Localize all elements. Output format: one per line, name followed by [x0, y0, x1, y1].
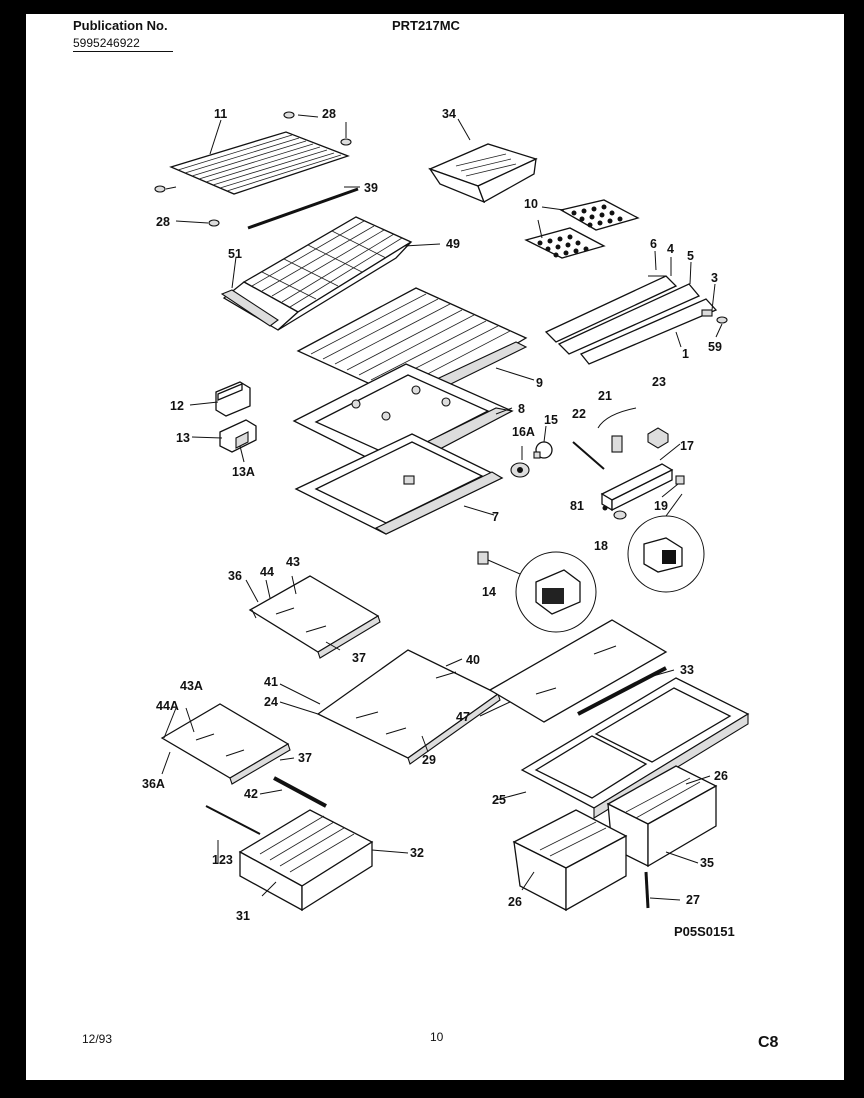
- callout-34: 34: [442, 107, 456, 121]
- callout-28: 28: [156, 215, 170, 229]
- callout-12: 12: [170, 399, 184, 413]
- thermostat-part-19: [675, 475, 685, 485]
- publication-underline: [73, 51, 173, 52]
- callout-29: 29: [422, 753, 436, 767]
- callout-39: 39: [364, 181, 378, 195]
- bracket-part-12: [215, 381, 251, 417]
- callout-9: 9: [536, 376, 543, 390]
- model-number: PRT217MC: [392, 18, 460, 33]
- footer-page: 10: [430, 1030, 444, 1044]
- callout-4: 4: [667, 242, 674, 256]
- footer-date: 12/93: [82, 1032, 113, 1046]
- callout-37: 37: [352, 651, 366, 665]
- callout-13a: 13A: [232, 465, 255, 479]
- callout-26: 26: [508, 895, 522, 909]
- switch-part-21: [597, 407, 637, 453]
- callout-32: 32: [410, 846, 424, 860]
- leader-lines: [161, 114, 723, 901]
- callout-7: 7: [492, 510, 499, 524]
- callout-16a: 16A: [512, 425, 535, 439]
- roller-part-27: [644, 871, 650, 909]
- light-bulb-part-15: [533, 441, 553, 459]
- wire-shelf-part-11: [169, 131, 350, 195]
- callout-37: 37: [298, 751, 312, 765]
- crisper-frame-part-25: [520, 666, 750, 819]
- bracket-part-13: [219, 419, 257, 453]
- rod-part-22: [572, 441, 605, 470]
- callout-13: 13: [176, 431, 190, 445]
- damper-part-14: [477, 551, 489, 565]
- callout-40: 40: [466, 653, 480, 667]
- callout-6: 6: [650, 237, 657, 251]
- callout-25: 25: [492, 793, 506, 807]
- callout-43a: 43A: [180, 679, 203, 693]
- damper-detail-circle: [487, 551, 597, 633]
- trim-rod-part-39: [247, 187, 359, 230]
- basket-rail-part-51: [220, 289, 279, 327]
- callout-26: 26: [714, 769, 728, 783]
- callout-44a: 44A: [156, 699, 179, 713]
- screw-part-81: [602, 505, 608, 511]
- callout-43: 43: [286, 555, 300, 569]
- callout-15: 15: [544, 413, 558, 427]
- callout-24: 24: [264, 695, 278, 709]
- callout-42: 42: [244, 787, 258, 801]
- wire-basket-part-49: [222, 216, 413, 331]
- callout-18: 18: [594, 539, 608, 553]
- parts-diagram-sheet: Publication No. 5995246922 PRT217MC: [26, 14, 844, 1080]
- callout-59: 59: [708, 340, 722, 354]
- callout-44: 44: [260, 565, 274, 579]
- callout-22: 22: [572, 407, 586, 421]
- exploded-parts-diagram: 11 28 34 39 28 10 51 49 6 4 5 3 59 1 9 8…: [142, 107, 750, 923]
- publication-number: 5995246922: [73, 36, 140, 50]
- callout-21: 21: [598, 389, 612, 403]
- callout-1: 1: [682, 347, 689, 361]
- ice-bin-part-34: [428, 143, 538, 204]
- callout-5: 5: [687, 249, 694, 263]
- glass-shelf-part-43a: [160, 703, 291, 785]
- callout-11: 11: [214, 107, 227, 121]
- callout-23: 23: [652, 375, 666, 389]
- callout-28: 28: [322, 107, 336, 121]
- callout-10: 10: [524, 197, 538, 211]
- callout-51: 51: [228, 247, 242, 261]
- meat-pan-part-31: [238, 809, 374, 912]
- callout-14: 14: [482, 585, 496, 599]
- callout-17: 17: [680, 439, 694, 453]
- callout-27: 27: [686, 893, 700, 907]
- publication-label: Publication No.: [73, 18, 168, 33]
- callout-3: 3: [711, 271, 718, 285]
- shelf-clip-part-28: [154, 111, 352, 227]
- rail-part-42: [205, 776, 327, 835]
- control-housing-part-17: [600, 463, 674, 512]
- callout-123: 123: [212, 853, 233, 867]
- callout-35: 35: [700, 856, 714, 870]
- knob-part-23: [647, 427, 669, 449]
- callout-47: 47: [456, 710, 470, 724]
- washer-part-18: [613, 510, 627, 520]
- callout-33: 33: [680, 663, 694, 677]
- thermostat-detail-circle: [627, 493, 705, 593]
- glass-shelf-part-40: [316, 649, 501, 765]
- callout-49: 49: [446, 237, 460, 251]
- glass-shelf-part-43: [248, 575, 381, 659]
- callout-41: 41: [264, 675, 278, 689]
- callout-81: 81: [570, 499, 584, 513]
- socket-part-16a: [510, 462, 530, 478]
- pan-drawer-part-26: [512, 809, 628, 912]
- callout-36: 36: [228, 569, 242, 583]
- ice-tray-part-10: [524, 199, 640, 259]
- footer-section: C8: [758, 1034, 779, 1051]
- rail-assembly-parts-1-6: [544, 275, 728, 365]
- callout-8: 8: [518, 402, 525, 416]
- callout-31: 31: [236, 909, 250, 923]
- callout-19: 19: [654, 499, 668, 513]
- callout-36a: 36A: [142, 777, 165, 791]
- glass-panel-part-47: [488, 619, 668, 723]
- diagram-id: P05S0151: [674, 924, 735, 939]
- crisper-cover-part-7: [294, 433, 504, 535]
